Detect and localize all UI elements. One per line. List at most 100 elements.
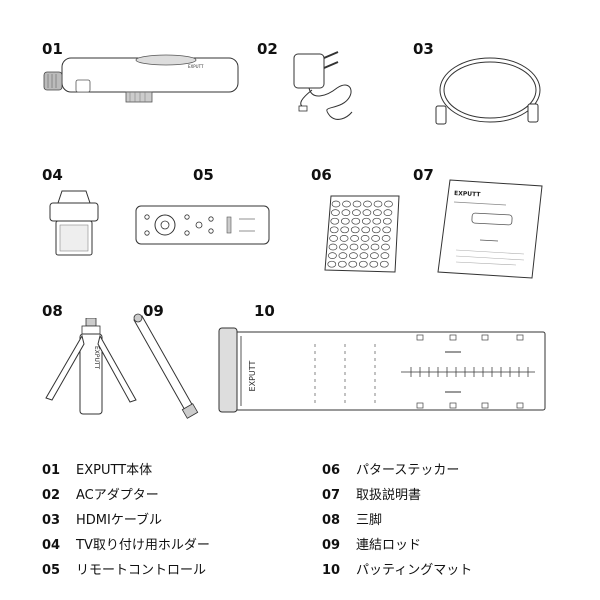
legend-number: 10 bbox=[322, 563, 341, 578]
legend-label: パターステッカー bbox=[356, 463, 460, 478]
legend-number: 04 bbox=[42, 538, 61, 553]
sticker-dot bbox=[331, 200, 341, 208]
sticker-dot bbox=[329, 235, 338, 242]
mat-marker bbox=[416, 402, 424, 409]
sticker-dot bbox=[360, 235, 370, 242]
legend-number: 06 bbox=[322, 463, 341, 478]
legend-item-08: 08 三脚 bbox=[322, 509, 382, 528]
sticker-dot bbox=[341, 209, 351, 216]
legend-number: 09 bbox=[322, 538, 341, 553]
legend-number: 08 bbox=[322, 513, 341, 528]
sticker-dot bbox=[382, 217, 392, 225]
legend-number: 02 bbox=[42, 488, 61, 503]
tripod-brand-text: EXPUTT bbox=[93, 346, 100, 369]
device-brand-text: EXPUTT bbox=[188, 64, 204, 69]
legend-item-05: 05 リモートコントロール bbox=[42, 559, 206, 578]
legend-item-02: 02 ACアダプター bbox=[42, 484, 159, 503]
mat-marker bbox=[516, 402, 524, 409]
legend-label: EXPUTT本体 bbox=[76, 463, 153, 478]
manual-brand-text: EXPUTT bbox=[454, 190, 482, 198]
legend-item-09: 09 連結ロッド bbox=[322, 534, 421, 553]
tripod-illustration: EXPUTT bbox=[40, 318, 140, 422]
sticker-dot bbox=[327, 260, 337, 268]
sticker-dot bbox=[362, 209, 372, 216]
exputt-device-illustration: EXPUTT bbox=[38, 50, 248, 110]
legend-item-03: 03 HDMIケーブル bbox=[42, 509, 162, 528]
sticker-dot bbox=[380, 252, 390, 259]
sticker-dot bbox=[338, 252, 348, 259]
sticker-dot bbox=[363, 200, 372, 208]
mat-brand-text: EXPUTT bbox=[248, 360, 257, 391]
sticker-dot bbox=[339, 243, 348, 251]
item-number-04: 04 bbox=[42, 166, 63, 184]
sticker-dot bbox=[329, 226, 339, 234]
legend-number: 03 bbox=[42, 513, 61, 528]
legend-label: 連結ロッド bbox=[356, 538, 422, 553]
sticker-dot bbox=[337, 260, 347, 268]
sticker-dot bbox=[361, 226, 371, 234]
sticker-dot bbox=[352, 209, 361, 216]
legend-item-10: 10 パッティングマット bbox=[322, 559, 472, 578]
ac-adapter-illustration bbox=[282, 46, 372, 126]
item-number-01: 01 bbox=[42, 40, 63, 58]
legend-item-01: 01 EXPUTT本体 bbox=[42, 459, 152, 478]
mat-marker bbox=[416, 334, 424, 341]
sticker-dot bbox=[339, 235, 349, 242]
mat-marker bbox=[516, 334, 524, 341]
item-number-06: 06 bbox=[311, 166, 332, 184]
sticker-dot bbox=[382, 226, 392, 234]
item-number-02: 02 bbox=[257, 40, 278, 58]
item-number-10: 10 bbox=[254, 302, 275, 320]
legend-label: ACアダプター bbox=[76, 488, 159, 503]
legend-number: 01 bbox=[42, 463, 61, 478]
sticker-dot bbox=[330, 217, 340, 225]
sticker-dot bbox=[351, 217, 361, 225]
sticker-dot bbox=[360, 243, 369, 251]
sticker-dot bbox=[372, 217, 382, 225]
sticker-dot bbox=[352, 200, 362, 208]
legend-item-07: 07 取扱説明書 bbox=[322, 484, 421, 503]
sticker-dot bbox=[328, 243, 338, 251]
sticker-dot bbox=[373, 200, 383, 208]
putting-mat-illustration: EXPUTT bbox=[215, 322, 550, 414]
legend-label: リモートコントロール bbox=[76, 563, 207, 578]
sticker-dot bbox=[371, 226, 381, 234]
tv-holder-illustration bbox=[44, 185, 104, 260]
sticker-dot bbox=[350, 235, 359, 242]
mat-marker bbox=[449, 334, 457, 341]
legend-label: 三脚 bbox=[356, 513, 383, 528]
connecting-rod-illustration bbox=[130, 312, 202, 422]
sticker-dot bbox=[379, 260, 389, 268]
sticker-dot bbox=[340, 217, 350, 225]
legend-number: 07 bbox=[322, 488, 341, 503]
sticker-dot bbox=[349, 243, 359, 251]
legend-label: パッティングマット bbox=[356, 563, 473, 578]
sticker-dot bbox=[340, 226, 350, 234]
item-number-05: 05 bbox=[193, 166, 214, 184]
sticker-dot bbox=[383, 209, 393, 216]
legend-number: 05 bbox=[42, 563, 61, 578]
legend-label: 取扱説明書 bbox=[356, 488, 422, 503]
sticker-dot bbox=[371, 235, 380, 242]
sticker-dot bbox=[342, 200, 351, 208]
item-number-07: 07 bbox=[413, 166, 434, 184]
sticker-dot bbox=[370, 252, 379, 259]
mat-marker bbox=[481, 402, 489, 409]
item-number-03: 03 bbox=[413, 40, 434, 58]
sticker-dot bbox=[348, 260, 358, 268]
sticker-dot bbox=[381, 235, 391, 242]
sticker-dot bbox=[350, 226, 360, 234]
sticker-dot bbox=[373, 209, 382, 216]
item-number-09: 09 bbox=[143, 302, 164, 320]
sticker-dot bbox=[370, 243, 380, 251]
sticker-dot bbox=[349, 252, 358, 259]
instruction-manual-illustration: EXPUTT bbox=[436, 178, 546, 283]
sticker-dot bbox=[384, 200, 393, 208]
legend-item-06: 06 パターステッカー bbox=[322, 459, 459, 478]
sticker-dot bbox=[381, 243, 390, 251]
sticker-dot bbox=[331, 209, 340, 216]
mat-marker bbox=[481, 334, 489, 341]
mat-marker bbox=[449, 402, 457, 409]
legend-label: HDMIケーブル bbox=[76, 513, 163, 528]
